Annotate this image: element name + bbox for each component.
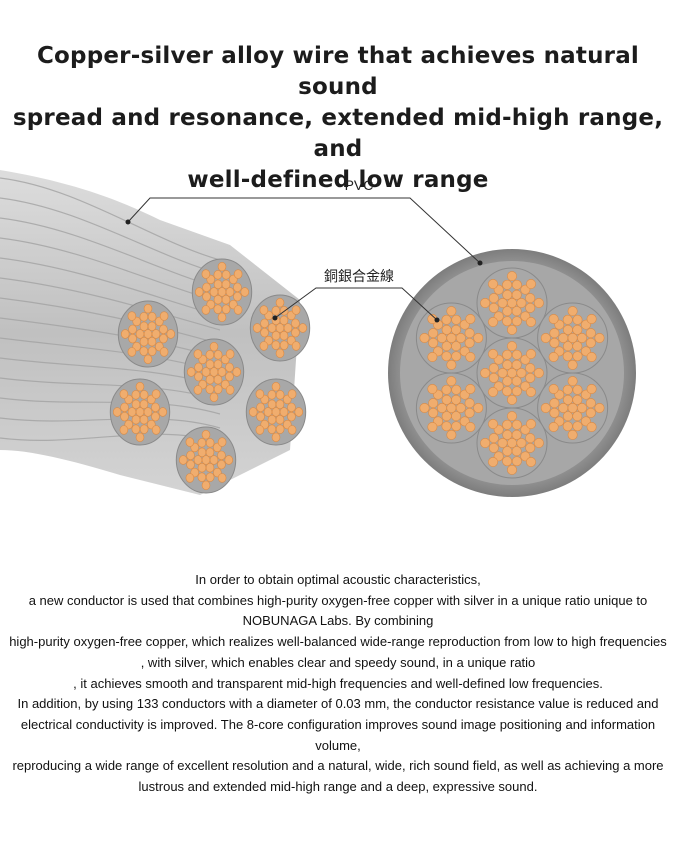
headline: Copper-silver alloy wire that achieves n… xyxy=(0,41,676,196)
wire-bundle xyxy=(415,302,487,374)
description-line: high-purity oxygen-free copper, which re… xyxy=(9,634,667,650)
cable-cross-section xyxy=(388,249,636,497)
description: In order to obtain optimal acoustic char… xyxy=(0,570,676,798)
description-line: , it achieves smooth and transparent mid… xyxy=(73,675,603,691)
wire-bundle xyxy=(245,378,307,446)
wire-bundle xyxy=(191,258,253,326)
cable-diagram: PVC 銅銀合金線 xyxy=(0,170,636,497)
wire-bundle xyxy=(415,372,487,444)
description-line: electrical conductivity is improved. The… xyxy=(20,716,656,753)
alloy-wire-label: 銅銀合金線 xyxy=(324,268,394,284)
label-pvc: PVC xyxy=(125,177,483,266)
label-alloy-wire: 銅銀合金線 xyxy=(272,268,440,323)
wire-bundle xyxy=(175,426,237,494)
wire-bundle xyxy=(117,300,179,368)
cable-perspective xyxy=(0,170,311,495)
wire-bundle xyxy=(476,407,548,479)
description-line: reproducing a wide range of excellent re… xyxy=(12,758,664,795)
headline-line-2: spread and resonance, extended mid-high … xyxy=(12,105,664,163)
description-line: a new conductor is used that combines hi… xyxy=(28,592,648,629)
wire-bundle xyxy=(476,267,548,339)
pvc-label: PVC xyxy=(345,177,374,193)
wire-bundle xyxy=(476,337,548,409)
wire-bundle xyxy=(537,302,609,374)
description-line: In order to obtain optimal acoustic char… xyxy=(195,572,481,587)
headline-line-3: well-defined low range xyxy=(187,167,489,194)
wire-bundle xyxy=(109,378,171,446)
headline-line-1: Copper-silver alloy wire that achieves n… xyxy=(36,43,640,101)
wire-bundle xyxy=(537,372,609,444)
description-line: , with silver, which enables clear and s… xyxy=(140,654,536,670)
wire-bundle xyxy=(249,294,311,362)
wire-bundle xyxy=(183,338,245,406)
description-line: In addition, by using 133 conductors wit… xyxy=(17,696,659,712)
